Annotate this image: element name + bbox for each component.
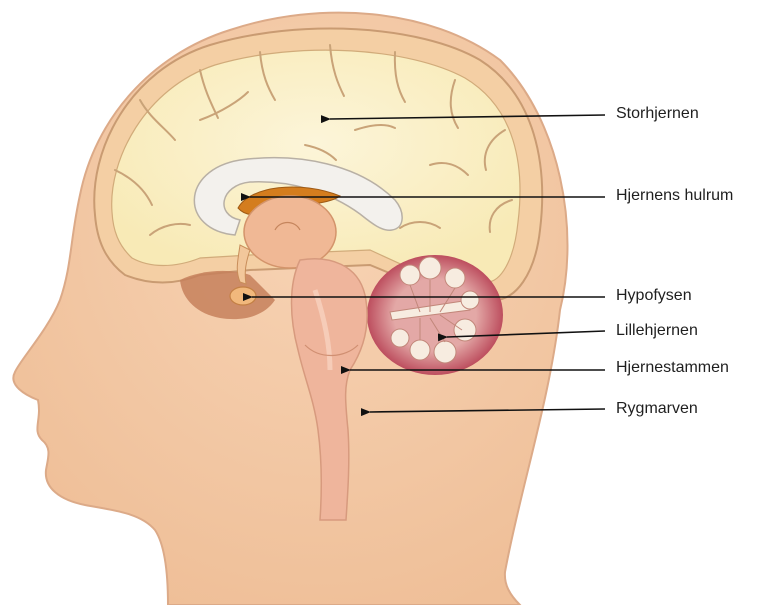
label-lillehjernen: Lillehjernen <box>616 322 698 340</box>
label-storhjernen: Storhjernen <box>616 105 699 123</box>
label-rygmarven: Rygmarven <box>616 400 698 418</box>
thalamus <box>244 196 336 268</box>
label-hypofysen: Hypofysen <box>616 287 692 305</box>
hypophysis <box>230 287 256 305</box>
label-hjernestammen: Hjernestammen <box>616 359 729 377</box>
label-hjernens-hulrum: Hjernens hulrum <box>616 187 733 205</box>
